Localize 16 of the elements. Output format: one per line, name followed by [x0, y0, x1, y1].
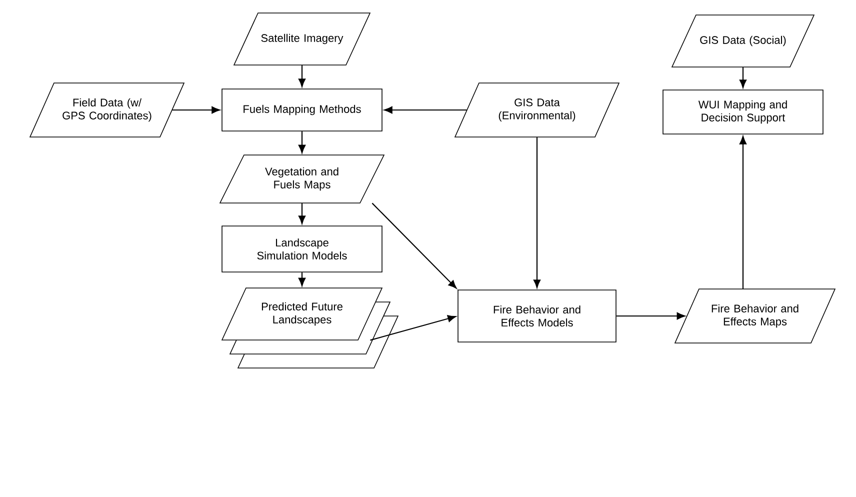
arrow — [172, 106, 220, 114]
arrow — [533, 137, 541, 288]
process-box: Fire Behavior and Effects Models — [458, 290, 616, 342]
arrow — [298, 131, 306, 154]
arrow — [298, 203, 306, 224]
arrow — [372, 202, 457, 289]
process-box: WUI Mapping and Decision Support — [662, 90, 824, 134]
arrow — [298, 272, 306, 286]
arrow — [384, 106, 467, 114]
process-box: Landscape Simulation Models — [222, 226, 382, 272]
arrow — [298, 65, 306, 87]
arrow — [370, 315, 456, 341]
process-box: Fuels Mapping Methods — [222, 88, 382, 132]
arrow — [739, 67, 747, 88]
arrow — [739, 136, 747, 289]
arrow — [616, 312, 686, 320]
